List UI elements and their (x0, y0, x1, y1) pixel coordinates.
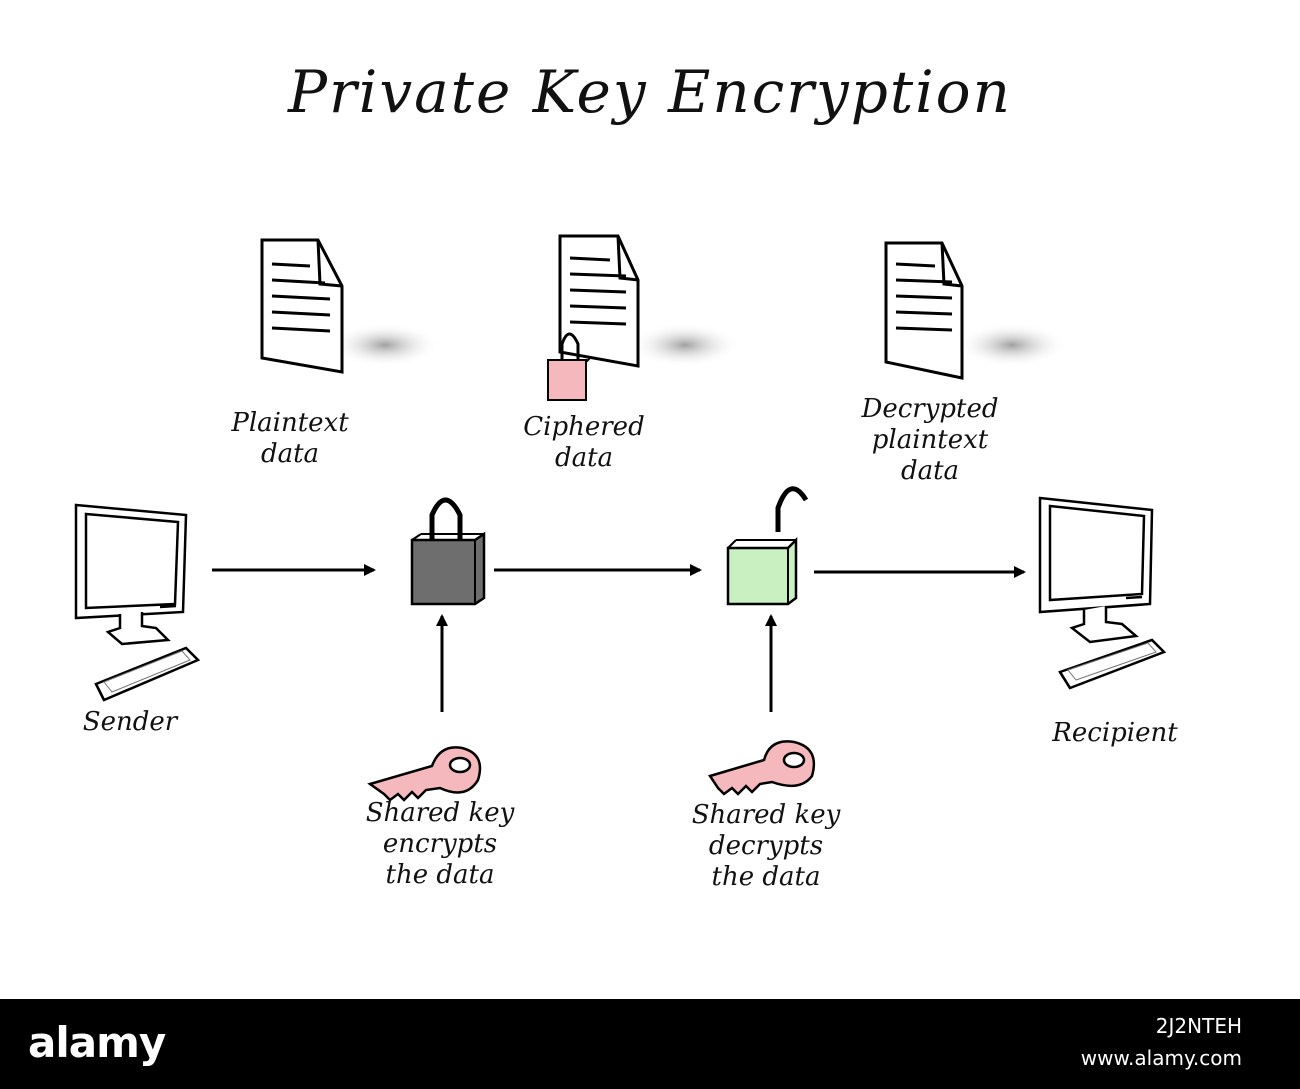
label-line: data (260, 439, 320, 469)
padlock-locked-icon (547, 332, 591, 401)
key-icon (708, 740, 816, 796)
recipient-label: Recipient (1052, 718, 1178, 748)
label-line: Plaintext (231, 408, 349, 438)
label-line: Shared key (691, 800, 841, 830)
document-icon (558, 234, 740, 368)
diagram-title: Private Key Encryption (288, 58, 1012, 126)
plaintext-label: Plaintext data (190, 408, 390, 470)
monitor-icon (74, 503, 188, 646)
padlock-open-icon (726, 486, 809, 606)
label-line: decrypts (708, 831, 824, 861)
label-line: data (900, 456, 960, 486)
decrypt-key-label: Shared key decrypts the data (656, 800, 876, 893)
label-line: encrypts (382, 829, 498, 859)
sender-label: Sender (82, 707, 178, 737)
document-icon (260, 238, 440, 374)
watermark-url: www.alamy.com (1080, 1046, 1242, 1070)
label-line: Ciphered (523, 412, 645, 442)
padlock-locked-icon (410, 497, 486, 606)
watermark-logo: alamy (28, 1018, 166, 1067)
monitor-icon (1038, 496, 1154, 644)
document-icon (884, 241, 1067, 380)
label-line: Decrypted (861, 394, 999, 424)
diagram-graphics (74, 234, 1167, 802)
label-line: Shared key (365, 798, 515, 828)
label-line: the data (385, 860, 495, 890)
image-id: 2J2NTEH (1155, 1014, 1242, 1038)
keyboard-icon (94, 646, 201, 702)
decrypted-label: Decrypted plaintext data (820, 394, 1040, 487)
label-line: data (554, 443, 614, 473)
encrypt-key-label: Shared key encrypts the data (330, 798, 550, 891)
label-line: plaintext (871, 425, 989, 455)
key-icon (367, 746, 482, 802)
keyboard-icon (1058, 638, 1167, 690)
label-line: the data (711, 862, 821, 892)
watermark-bar (0, 999, 1300, 1089)
ciphered-label: Ciphered data (484, 412, 684, 474)
